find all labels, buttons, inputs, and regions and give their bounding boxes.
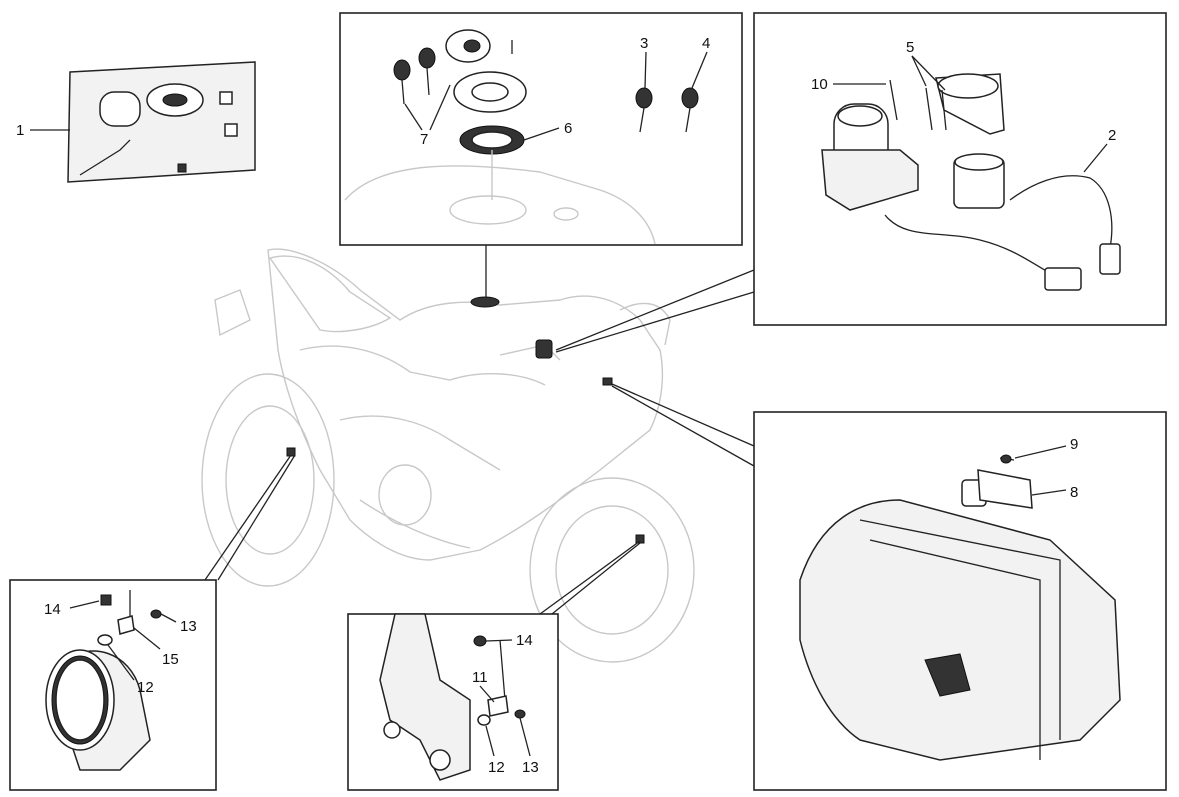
callout-11: 11 [472,669,488,686]
ignition-kit-panel [30,61,256,183]
rear-sensor-panel [9,579,217,791]
callout-12-front: 12 [488,759,505,776]
callout-3: 3 [640,35,648,52]
leader-lines [204,244,755,615]
callout-5: 5 [906,39,914,56]
motorcycle-outline [201,248,695,663]
callout-1: 1 [16,122,24,139]
callout-9: 9 [1070,436,1078,453]
key-icon [681,87,699,133]
key-icon [635,87,653,133]
ignition-switch-panel [753,12,1167,326]
callout-7: 7 [420,131,428,148]
callout-labels: 1 2 3 4 5 6 7 8 9 10 11 12 12 13 13 14 1… [16,35,1116,776]
callout-2: 2 [1108,127,1116,144]
callout-4: 4 [702,35,710,52]
callout-14-front: 14 [516,632,533,649]
callout-10: 10 [811,76,828,93]
callout-13-front: 13 [522,759,539,776]
callout-12-rear: 12 [137,679,154,696]
callout-13-rear: 13 [180,618,197,635]
callout-14-rear: 14 [44,601,61,618]
fuel-cap-panel [339,12,743,246]
callout-15: 15 [162,651,179,668]
callout-6: 6 [564,120,572,137]
dash-sensor-panel [753,411,1167,791]
front-sensor-panel [347,613,559,791]
key-icon [418,47,436,96]
key-icon [393,59,411,105]
callout-8: 8 [1070,484,1078,501]
